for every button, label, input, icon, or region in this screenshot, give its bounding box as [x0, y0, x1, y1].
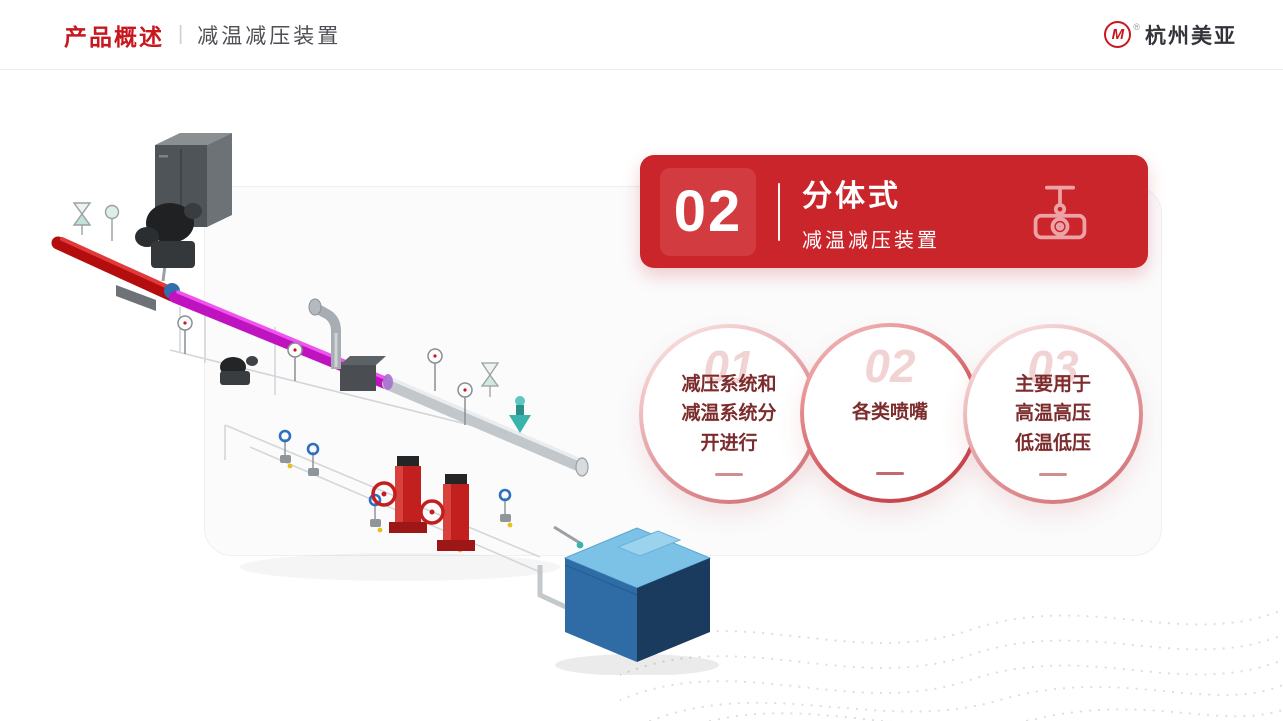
main-pipe — [169, 290, 589, 477]
piping-diagram — [51, 133, 719, 675]
wave-dots-decoration — [620, 608, 1283, 721]
page-title: 产品概述 — [64, 23, 164, 50]
brand-registered-mark: ® — [1133, 21, 1140, 32]
red-pumps — [371, 456, 475, 551]
valve-icon — [1033, 185, 1087, 239]
banner-text: 分体式 减温减压装置 — [802, 171, 940, 253]
gooseneck-pipe — [308, 298, 386, 391]
brand-logo: M ® 杭州美亚 — [1104, 20, 1237, 50]
brand-m-letter: M — [1111, 26, 1125, 43]
page-subtitle: 减温减压装置 — [197, 24, 342, 48]
header-divider: | — [178, 23, 184, 45]
brand-m-icon: M — [1104, 21, 1132, 48]
banner-subtitle: 减温减压装置 — [802, 229, 940, 252]
feature-underline-2 — [876, 472, 904, 475]
inlet-instruments — [72, 202, 120, 241]
outlet-pipe — [537, 525, 584, 611]
brand-name: 杭州美亚 — [1145, 24, 1237, 48]
feature-number-3: 03 — [1027, 341, 1079, 393]
spray-valve — [480, 362, 500, 397]
banner-title: 分体式 — [802, 179, 901, 213]
feature-text-1: 减压系统和 减温系统分 开进行 — [681, 373, 777, 454]
banner-number-box: 02 — [660, 167, 756, 256]
section-banner: 02 分体式 减温减压装置 — [640, 155, 1148, 268]
feature-circle-1: 01 减压系统和 减温系统分 开进行 — [639, 324, 819, 504]
main-pump — [116, 203, 202, 311]
tank-shadow — [555, 654, 719, 675]
pressure-gauges — [177, 315, 473, 425]
booster-pump — [220, 356, 258, 385]
feature-number-2: 02 — [864, 340, 916, 392]
banner-number: 02 — [673, 178, 743, 244]
feature-circle-3: 03 主要用于 高温高压 低温低压 — [963, 324, 1143, 504]
feature-circle-2: 02 各类喷嘴 — [800, 323, 980, 503]
header-bar: 产品概述 | 减温减压装置 M ® 杭州美亚 — [0, 0, 1283, 70]
teal-funnel-valve — [509, 396, 531, 433]
feature-underline-1 — [715, 473, 743, 476]
feature-underline-3 — [1039, 473, 1067, 476]
feature-text-3: 主要用于 高温高压 低温低压 — [1014, 373, 1091, 454]
inlet-red-pipe — [51, 236, 179, 302]
banner-divider-line — [778, 182, 780, 241]
feature-number-1: 01 — [703, 341, 755, 393]
skid-shadow — [240, 553, 560, 581]
water-tank — [563, 527, 712, 662]
frame-lines — [169, 307, 541, 573]
feature-text-2: 各类喷嘴 — [851, 402, 928, 424]
